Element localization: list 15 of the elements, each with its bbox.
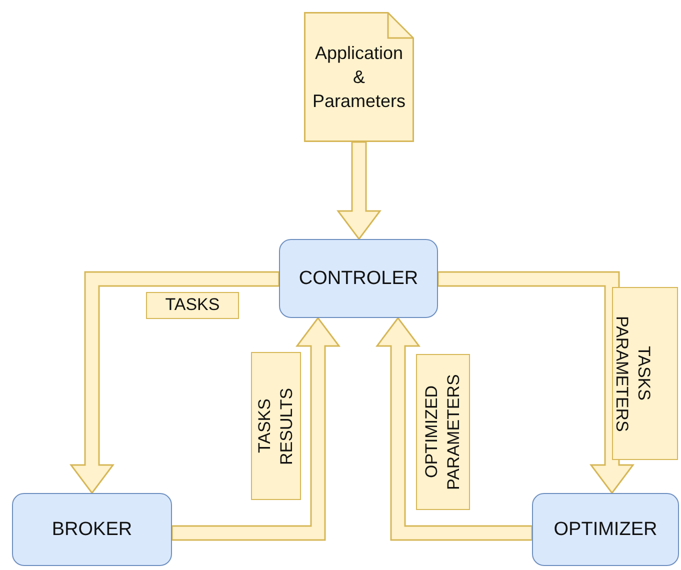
edge-label: TASKS PARAMETERS (612, 287, 678, 460)
node-label: BROKER (52, 518, 132, 542)
process-box (532, 493, 679, 566)
node-label: OPTIMIZER (554, 518, 658, 542)
process-box (12, 493, 172, 566)
process-box (279, 239, 438, 318)
arrow (171, 316, 340, 541)
arrow (336, 141, 382, 240)
node-label: CONTROLER (298, 266, 418, 291)
arrow (70, 271, 280, 494)
edge-label: TASKS (146, 292, 239, 319)
node-label: Application & Parameters (312, 42, 406, 114)
edge-label: TASKS RESULTS (251, 352, 301, 500)
edge-label: OPTIMIZED PARAMETERS (416, 354, 470, 510)
arrow (376, 316, 533, 541)
